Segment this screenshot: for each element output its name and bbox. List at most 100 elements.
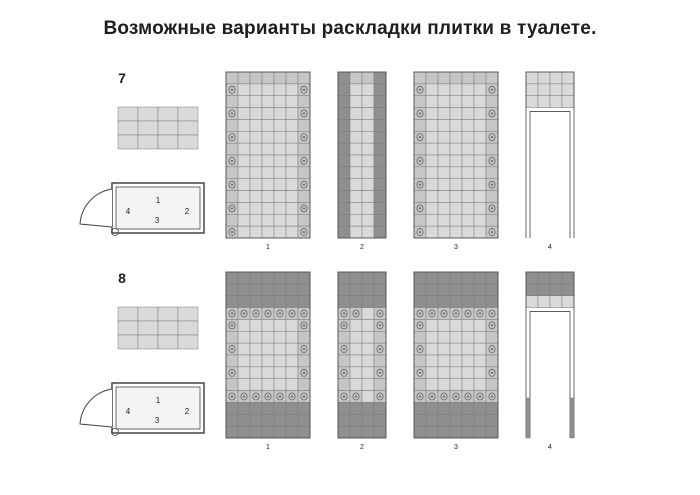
wall-tile (285, 190, 299, 203)
wall-tile (273, 414, 287, 427)
wall-tile (473, 154, 487, 168)
wall-tile (237, 295, 251, 308)
wall-tile (437, 71, 451, 85)
wall-tile (437, 131, 451, 144)
wall-tile (373, 107, 387, 120)
wall-tile (237, 331, 251, 344)
wall-tile (361, 390, 375, 403)
wall-tile (425, 142, 439, 156)
wall-tile (237, 354, 251, 368)
wall-tile (273, 107, 287, 120)
decor-tile (225, 178, 239, 191)
wall-tile (297, 119, 311, 132)
plan-wall-label: 4 (126, 407, 131, 416)
wall-tile (537, 295, 551, 308)
wall-tile (297, 190, 311, 203)
wall-tile (373, 271, 387, 285)
wall-tile (425, 166, 439, 179)
wall-tile (261, 414, 275, 427)
wall-tile (449, 295, 463, 308)
wall-tile (461, 131, 475, 144)
decor-tile (425, 390, 439, 403)
wall-tile (349, 319, 363, 332)
wall-tile (461, 119, 475, 132)
wall-outline (525, 271, 575, 438)
wall-tile (473, 402, 487, 415)
door-swing-arc (79, 188, 113, 228)
wall-tile (473, 331, 487, 344)
swatch-tile (157, 334, 179, 350)
wall-tile (273, 190, 287, 203)
wall-tile (249, 190, 263, 203)
wall-tile (349, 225, 363, 239)
plan-wall-label: 4 (126, 207, 131, 216)
wall-tile (237, 71, 251, 85)
wall-tile (249, 354, 263, 368)
wall-tile (473, 119, 487, 132)
wall-tile (349, 107, 363, 120)
wall-tile (425, 190, 439, 203)
decor-tile (337, 319, 351, 332)
wall-tile (361, 95, 375, 108)
wall-tile (285, 319, 299, 332)
wall-tile (285, 131, 299, 144)
wall-tile (285, 271, 299, 285)
swatch-tile (157, 134, 179, 150)
wall-tile (473, 190, 487, 203)
wall-tile (413, 71, 427, 85)
wall-tile (337, 178, 351, 191)
wall-tile (349, 295, 363, 308)
wall-tile (249, 119, 263, 132)
wall-tile (237, 190, 251, 203)
wall-tile (237, 425, 251, 439)
wall-tile (461, 225, 475, 239)
wall-tile (237, 202, 251, 215)
wall-tile (349, 83, 363, 96)
wall-tile (449, 95, 463, 108)
row-number-7: 7 (118, 70, 126, 86)
wall-tile (285, 71, 299, 85)
wall-tile (361, 414, 375, 427)
decor-tile (249, 390, 263, 403)
wall-tile (425, 366, 439, 379)
page-title: Возможные варианты раскладки плитки в ту… (103, 18, 597, 39)
wall-tile (261, 131, 275, 144)
wall-tile (473, 378, 487, 391)
variant-number: 1 (266, 244, 270, 251)
wall-tile (449, 378, 463, 391)
wall-tile (249, 71, 263, 85)
wall-tile (473, 225, 487, 239)
wall-tile (225, 271, 239, 285)
wall-tile (437, 190, 451, 203)
decor-tile (297, 178, 311, 191)
wall-tile (361, 366, 375, 379)
decor-tile (473, 307, 487, 320)
wall-tile (285, 378, 299, 391)
wall-tile (349, 131, 363, 144)
decor-tile (437, 307, 451, 320)
wall-tile (273, 366, 287, 379)
wall-tile (461, 178, 475, 191)
wall-tile (361, 319, 375, 332)
decor-tile (225, 342, 239, 356)
swatch-tile (137, 334, 159, 350)
wall-tile (273, 225, 287, 239)
wall-tile (237, 414, 251, 427)
wall-tile (297, 283, 311, 296)
wall-tile (337, 425, 351, 439)
wall-tile (413, 402, 427, 415)
wall-tile (473, 425, 487, 439)
decor-tile (413, 107, 427, 120)
wall-tile (361, 119, 375, 132)
wall-tile (449, 178, 463, 191)
wall-tile (349, 154, 363, 168)
wall-tile (261, 83, 275, 96)
wall-tile (449, 83, 463, 96)
wall-tile (249, 154, 263, 168)
wall-tile (261, 331, 275, 344)
wall-tile (225, 425, 239, 439)
wall-tile (297, 354, 311, 368)
wall-tile (225, 295, 239, 308)
wall-tile (285, 402, 299, 415)
wall-tile (337, 142, 351, 156)
